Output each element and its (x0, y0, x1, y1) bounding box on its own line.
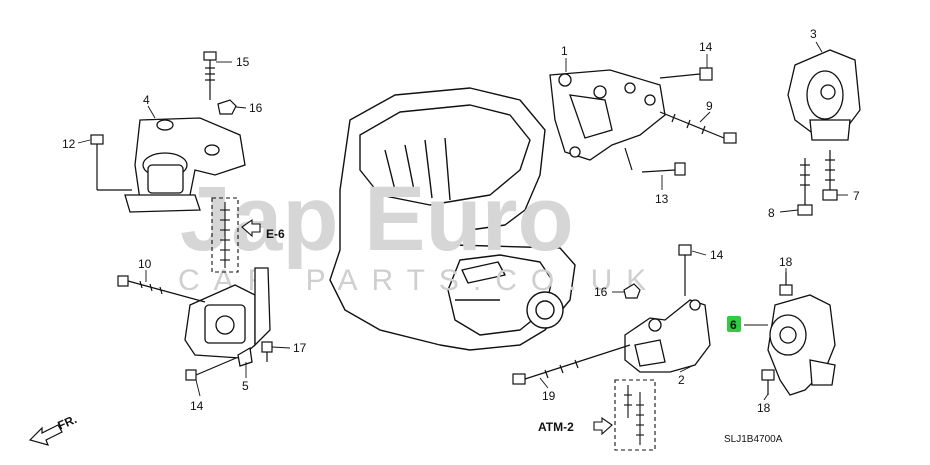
bolt-15 (203, 51, 217, 100)
bolt-10 (117, 275, 206, 303)
callout-13: 13 (655, 192, 669, 206)
callout-5: 5 (242, 379, 249, 393)
stud-atm2-group (593, 379, 656, 451)
nut-16-upper (217, 99, 237, 115)
bolt-13 (624, 147, 686, 176)
stud-e6-group (211, 197, 261, 273)
callout-3: 3 (810, 27, 817, 41)
bolt-18-upper (779, 272, 793, 296)
bolt-14-right (678, 244, 692, 296)
callout-15: 15 (236, 55, 250, 69)
callout-7: 7 (853, 189, 860, 203)
callout-6: 6 (730, 318, 737, 332)
callout-18-lower: 18 (757, 401, 771, 415)
callout-16-lower: 16 (594, 285, 608, 299)
leader-lines (77, 41, 848, 401)
callout-19: 19 (542, 389, 556, 403)
bolt-18-lower (761, 369, 775, 395)
reference-e6: E-6 (266, 227, 285, 241)
diagram-code: SLJ1B4700A (724, 434, 783, 445)
callout-8: 8 (768, 206, 775, 220)
engine-block (329, 87, 576, 351)
bolt-7 (822, 150, 838, 201)
callout-2: 2 (678, 373, 685, 387)
bolt-9 (659, 111, 737, 144)
callout-18-upper: 18 (779, 255, 793, 269)
callout-9: 9 (706, 99, 713, 113)
bolt-14-upper (659, 67, 713, 81)
part-6-mount (767, 294, 836, 396)
bolt-17 (261, 341, 273, 362)
bolt-12 (90, 134, 132, 191)
bolt-8 (797, 158, 813, 216)
callout-4: 4 (143, 93, 150, 107)
reference-atm2: ATM-2 (538, 420, 574, 434)
callout-14-right: 14 (710, 248, 724, 262)
part-5-mount (184, 267, 271, 367)
callout-1: 1 (561, 44, 568, 58)
callout-14-upper: 14 (699, 40, 713, 54)
bolt-14-left (185, 357, 237, 381)
front-arrow-icon (28, 424, 63, 446)
part-2-bracket (624, 299, 711, 373)
callout-14-left: 14 (190, 399, 204, 413)
callout-6-highlight (727, 316, 741, 332)
callout-10: 10 (138, 257, 152, 271)
callout-12: 12 (62, 137, 76, 151)
part-4-mount (124, 117, 246, 213)
callout-16-upper: 16 (249, 101, 263, 115)
nut-16-lower (623, 283, 641, 299)
watermark-logo-text: Jap Euro (180, 168, 574, 270)
callout-17: 17 (293, 341, 307, 355)
front-label: FR. (56, 412, 79, 433)
part-1-bracket (549, 69, 666, 161)
bolt-19 (512, 344, 631, 385)
part-3-mount (787, 49, 861, 141)
